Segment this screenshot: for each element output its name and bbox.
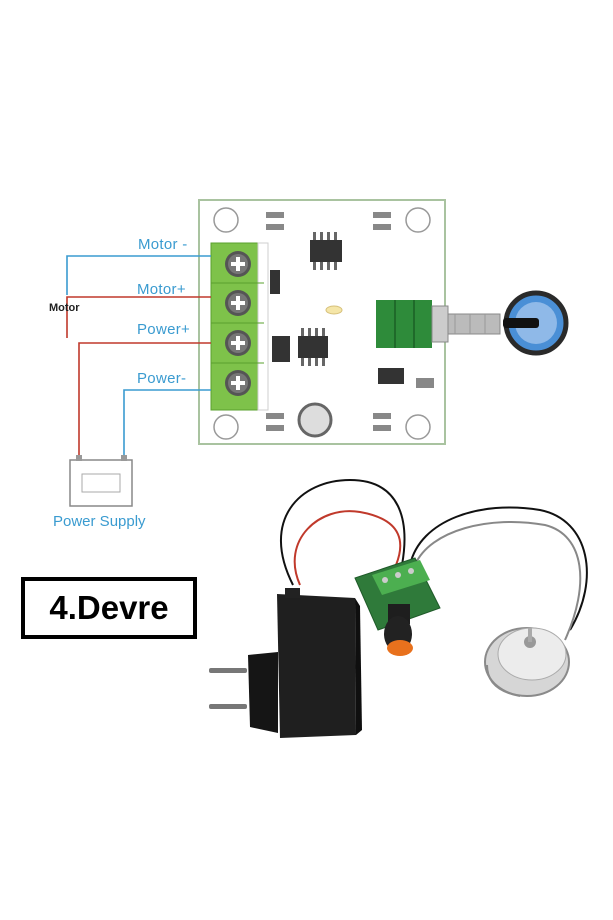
pcb-board	[198, 199, 569, 445]
wire-power-minus	[123, 389, 211, 455]
wire-motor-minus	[66, 255, 211, 295]
caption-text: 4.Devre	[49, 589, 169, 626]
label-power-supply: Power Supply	[53, 513, 146, 530]
label-motor: Motor	[49, 302, 80, 314]
terminal-screw-3	[225, 330, 251, 356]
power-adapter	[209, 588, 362, 738]
mount-hole-tl	[213, 207, 239, 233]
label-motor-plus: Motor+	[137, 281, 186, 298]
ic-chip-bottom	[298, 328, 328, 366]
knob-blue	[503, 290, 569, 356]
terminal-block	[210, 242, 269, 411]
terminal-screw-1	[225, 251, 251, 277]
mount-hole-bl	[213, 414, 239, 440]
pwm-module	[354, 557, 441, 656]
power-supply-box	[69, 455, 133, 507]
ic-chip-top	[310, 232, 342, 270]
wires	[66, 255, 211, 455]
label-motor-minus: Motor -	[138, 236, 188, 253]
label-power-plus: Power+	[137, 321, 191, 338]
dc-motor	[484, 627, 570, 697]
mount-hole-br	[405, 414, 431, 440]
label-power-minus: Power-	[137, 370, 187, 387]
photo-wires	[280, 478, 588, 641]
capacitor	[297, 402, 333, 438]
wire-motor-plus	[66, 296, 211, 338]
terminal-screw-2	[225, 290, 251, 316]
caption-box: 4.Devre	[21, 577, 197, 639]
potentiometer	[376, 300, 501, 348]
wire-power-plus	[78, 342, 211, 455]
terminal-screw-4	[225, 370, 251, 396]
mount-hole-tr	[405, 207, 431, 233]
